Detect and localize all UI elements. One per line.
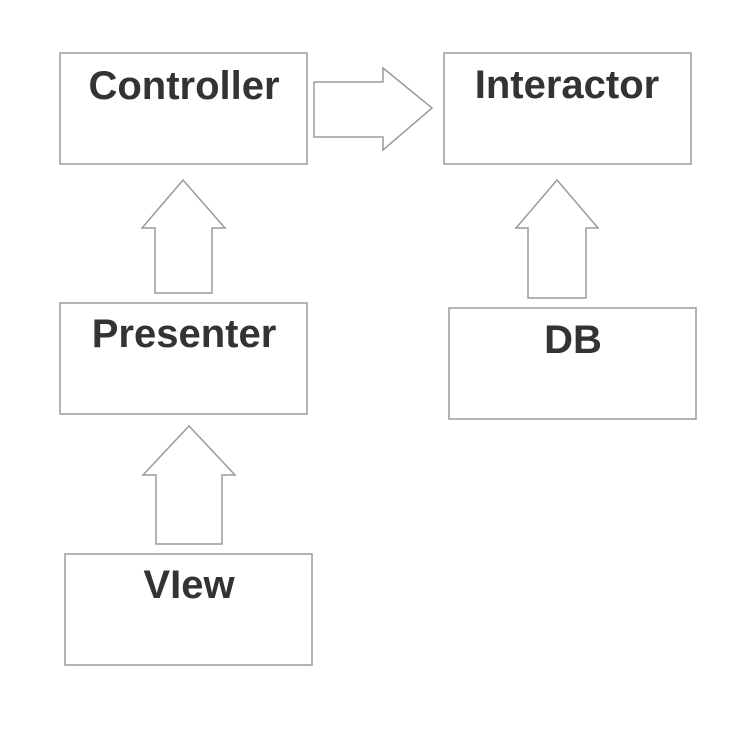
node-db-box: [448, 307, 697, 420]
node-view-label: VIew: [143, 563, 235, 607]
node-interactor-box: [443, 52, 692, 165]
node-view-box: [64, 553, 313, 666]
node-controller-label: Controller: [88, 64, 279, 108]
node-view: VIew: [64, 553, 313, 666]
node-interactor-label: Interactor: [475, 63, 660, 107]
node-interactor: Interactor: [443, 52, 692, 165]
arrow-db-to-interactor: [514, 178, 600, 299]
arrow-view-to-presenter: [141, 424, 237, 545]
node-db-label: DB: [544, 318, 602, 362]
arrow-presenter-to-controller: [140, 178, 227, 294]
node-controller: Controller: [59, 52, 308, 165]
node-controller-box: [59, 52, 308, 165]
node-presenter-label: Presenter: [92, 312, 277, 356]
node-db: DB: [448, 307, 697, 420]
node-presenter: Presenter: [59, 302, 308, 415]
arrow-controller-to-interactor: [313, 66, 434, 152]
node-presenter-box: [59, 302, 308, 415]
